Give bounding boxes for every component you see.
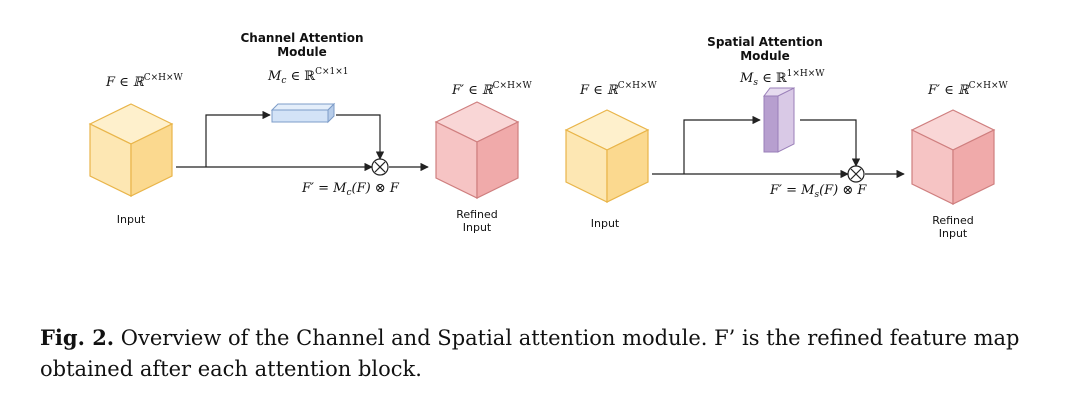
figure-caption-text: Overview of the Channel and Spatial atte… <box>40 326 1020 381</box>
spatial-branch-arrow <box>683 115 761 174</box>
spatial-output-formula: F′ ∈ ℝC×H×W <box>927 81 1008 98</box>
channel-attention-bar <box>270 102 336 124</box>
figure-caption: Fig. 2. Overview of the Channel and Spat… <box>40 322 1050 385</box>
channel-input-label: Input <box>117 213 146 226</box>
spatial-attention-bar <box>763 87 795 153</box>
spatial-module-title-line1: Spatial Attention <box>707 35 823 49</box>
channel-module-title-line1: Channel Attention <box>240 31 363 45</box>
spatial-ms-formula: Ms ∈ ℝ1×H×W <box>739 69 825 88</box>
channel-attention-diagram: Channel Attention Module Mc ∈ ℝC×1×1 F ∈… <box>88 31 532 234</box>
channel-input-cube <box>88 103 174 197</box>
channel-branch-arrow <box>205 110 271 167</box>
figure-caption-label: Fig. 2. <box>40 325 115 350</box>
spatial-refine-equation: F′ = Ms(F) ⊗ F <box>769 183 867 200</box>
channel-module-title-line2: Module <box>277 45 327 59</box>
spatial-refined-label-line2: Input <box>939 227 968 240</box>
channel-refined-label-line1: Refined <box>456 208 498 221</box>
channel-refined-cube <box>434 101 520 199</box>
spatial-input-formula: F ∈ ℝC×H×W <box>579 81 658 98</box>
attention-diagram: Channel Attention Module Mc ∈ ℝC×1×1 F ∈… <box>88 31 1008 240</box>
channel-mc-arrow <box>336 114 385 160</box>
channel-mc-formula: Mc ∈ ℝC×1×1 <box>267 67 348 86</box>
channel-output-formula: F′ ∈ ℝC×H×W <box>451 81 532 98</box>
spatial-ms-arrow <box>800 119 861 167</box>
spatial-module-title-line2: Module <box>740 49 790 63</box>
spatial-input-label: Input <box>591 217 620 230</box>
channel-input-formula: F ∈ ℝC×H×W <box>105 73 184 90</box>
channel-refined-label-line2: Input <box>463 221 492 234</box>
channel-refine-equation: F′ = Mc(F) ⊗ F <box>301 181 400 198</box>
spatial-attention-diagram: Spatial Attention Module Ms ∈ ℝ1×H×W F ∈… <box>564 35 1008 240</box>
spatial-refined-label-line1: Refined <box>932 214 974 227</box>
spatial-refined-cube <box>910 109 996 205</box>
spatial-input-cube <box>564 109 650 203</box>
